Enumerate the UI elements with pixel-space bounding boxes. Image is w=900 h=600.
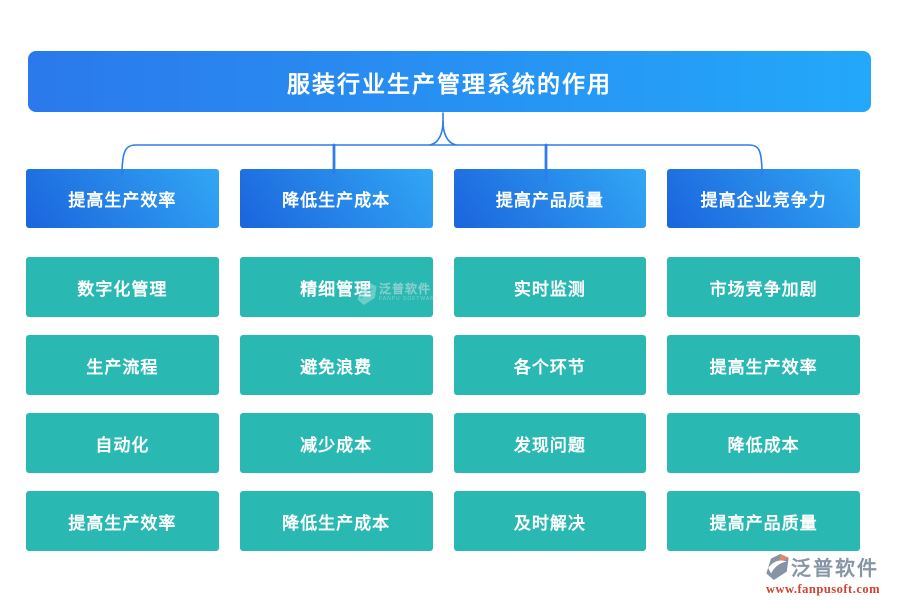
branch-item: 降低生产成本 xyxy=(239,491,433,551)
branch-item: 降低成本 xyxy=(667,413,860,473)
branch-item: 精细管理 xyxy=(239,257,433,317)
brand-url: www.fanpusoft.com xyxy=(766,582,881,596)
branch-header: 提高企业竞争力 xyxy=(667,169,860,228)
branch-item: 自动化 xyxy=(26,413,219,473)
branch-item: 及时解决 xyxy=(453,491,647,551)
title-banner: 服装行业生产管理系统的作用 xyxy=(28,51,871,112)
brand-logo-icon xyxy=(766,553,789,580)
branch-column-1: 提高生产效率 数字化管理 生产流程 自动化 提高生产效率 xyxy=(26,169,219,551)
branch-item: 数字化管理 xyxy=(26,257,219,317)
branch-item: 实时监测 xyxy=(453,257,647,317)
branch-grid: 提高生产效率 数字化管理 生产流程 自动化 提高生产效率 降低生产成本 精细管理… xyxy=(26,169,860,551)
branch-column-3: 提高产品质量 实时监测 各个环节 发现问题 及时解决 xyxy=(453,169,647,551)
branch-item: 生产流程 xyxy=(26,335,219,395)
branch-header: 提高生产效率 xyxy=(26,169,219,228)
branch-item: 发现问题 xyxy=(453,413,647,473)
branch-header: 提高产品质量 xyxy=(453,169,647,228)
branch-item: 各个环节 xyxy=(453,335,647,395)
page-title: 服装行业生产管理系统的作用 xyxy=(287,70,612,97)
branch-item: 避免浪费 xyxy=(239,335,433,395)
brand-name: 泛普软件 xyxy=(791,558,879,580)
branch-item: 减少成本 xyxy=(239,413,433,473)
branch-item: 提高生产效率 xyxy=(26,491,219,551)
branch-header: 降低生产成本 xyxy=(239,169,433,228)
branch-item: 提高产品质量 xyxy=(667,491,860,551)
brand-logo: 泛普软件 www.fanpusoft.com xyxy=(766,552,892,596)
branch-column-4: 提高企业竞争力 市场竞争加剧 提高生产效率 降低成本 提高产品质量 xyxy=(667,169,860,551)
branch-column-2: 降低生产成本 精细管理 避免浪费 减少成本 降低生产成本 xyxy=(239,169,433,551)
branch-item: 提高生产效率 xyxy=(667,335,860,395)
branch-item: 市场竞争加剧 xyxy=(667,257,860,317)
